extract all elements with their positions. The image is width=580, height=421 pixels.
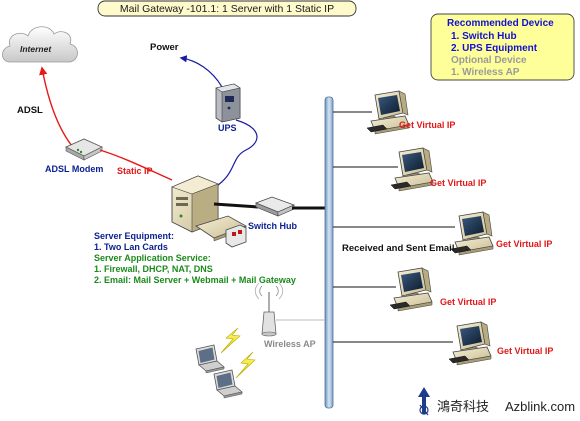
server-info-block: Server Equipment: 1. Two Lan Cards Serve… <box>94 231 296 285</box>
adsl-label: ADSL <box>17 105 43 116</box>
title-banner: Mail Gateway -101.1: 1 Server with 1 Sta… <box>97 0 357 17</box>
server-icon <box>171 175 219 233</box>
wireless-laptop-2-icon <box>213 369 243 399</box>
adsl-link <box>39 66 73 147</box>
static-ip-label: Static IP <box>117 166 153 176</box>
client-pc-4-icon <box>389 267 433 312</box>
get-virtual-ip-label-4: Get Virtual IP <box>440 297 496 307</box>
bus-branches <box>333 111 455 343</box>
legend-item-ups: 2. UPS Equipment <box>451 43 538 54</box>
internet-cloud: Internet <box>2 26 78 63</box>
azblink-logo <box>418 387 430 416</box>
switch-hub-icon <box>254 196 296 217</box>
ups-label: UPS <box>218 123 237 133</box>
legend-optional-wireless-ap: 1. Wireless AP <box>451 67 520 78</box>
server-hub-link <box>213 202 259 209</box>
legend-item-switch-hub: 1. Switch Hub <box>451 31 517 42</box>
static-ip-link <box>99 149 173 181</box>
brand-website: Azblink.com <box>505 399 575 414</box>
wireless-signal-bolt-2 <box>235 351 256 379</box>
adsl-modem-icon <box>65 138 103 161</box>
network-bus <box>324 96 334 409</box>
internet-label: Internet <box>20 44 52 54</box>
wireless-ap-icon <box>254 282 284 337</box>
power-label: Power <box>150 42 179 53</box>
get-virtual-ip-label-3: Get Virtual IP <box>496 239 552 249</box>
legend-heading: Recommended Device <box>447 18 554 29</box>
client-pc-5-icon <box>448 321 492 366</box>
client-pc-3-icon <box>450 211 494 256</box>
server-service-item-1: 1. Firewall, DHCP, NAT, DNS <box>94 264 213 274</box>
diagram-title: Mail Gateway -101.1: 1 Server with 1 Sta… <box>120 3 334 15</box>
get-virtual-ip-label-5: Get Virtual IP <box>497 346 553 356</box>
adsl-modem-label: ADSL Modem <box>45 164 103 174</box>
legend-box: Recommended Device 1. Switch Hub 2. UPS … <box>430 13 575 81</box>
received-sent-email-label: Received and Sent Email <box>342 243 454 254</box>
ups-icon <box>215 83 241 123</box>
wireless-ap-label: Wireless AP <box>264 339 316 349</box>
get-virtual-ip-label-2: Get Virtual IP <box>430 178 486 188</box>
brand-chinese-name: 鴻奇科技 <box>437 399 489 415</box>
server-service-heading: Server Application Service: <box>94 253 211 263</box>
lan-card-icon <box>225 224 247 248</box>
server-equipment-heading: Server Equipment: <box>94 231 174 241</box>
client-pc-2-icon <box>390 147 434 192</box>
wireless-laptop-1-icon <box>195 344 225 374</box>
server-service-item-2: 2. Email: Mail Server + Webmail + Mail G… <box>94 275 296 285</box>
get-virtual-ip-label-1: Get Virtual IP <box>399 120 455 130</box>
ups-power-link <box>213 119 258 189</box>
legend-optional-heading: Optional Device <box>451 55 527 66</box>
switch-hub-label: Switch Hub <box>248 221 298 231</box>
wireless-signal-bolt-1 <box>220 327 241 354</box>
server-equipment-item: 1. Two Lan Cards <box>94 242 168 252</box>
power-link <box>179 55 223 88</box>
